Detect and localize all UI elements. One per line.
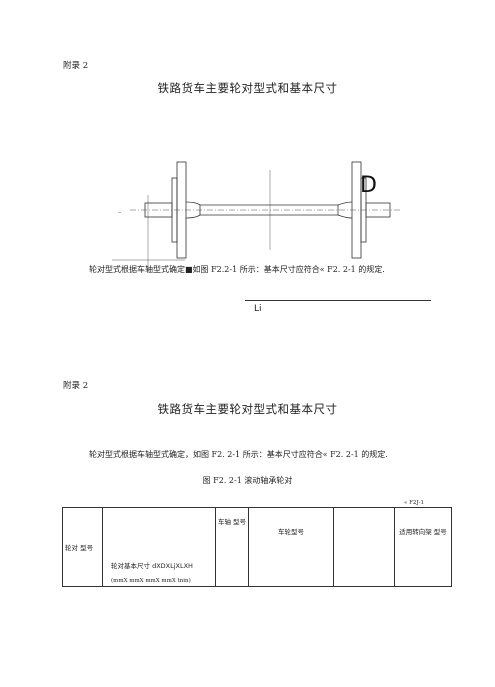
header-empty — [333, 507, 395, 587]
wheelset-table: 轮对 型号 轮对基本尺寸 dXDXLjXLXH (mmX mmX mmX mmX… — [62, 507, 452, 587]
appendix-label-2: 附录 2 — [63, 381, 89, 391]
header-wheel-model: 车轮型号 — [248, 507, 334, 587]
header-bogie-model: 适用转向架 型号 — [394, 507, 452, 587]
header-axle-model: 车轴 型号 — [215, 507, 249, 587]
svg-text:~: ~ — [118, 210, 121, 215]
table-ref: « F2J-1 — [404, 500, 424, 506]
intro-text-2: 轮对型式根据车轴型式确定，如图 F2. 2-1 所示：基本尺寸应符合« F2. … — [89, 450, 388, 459]
appendix-label: 附录 2 — [63, 61, 89, 71]
intro-text: 轮对型式根据车轴型式确定■如图 F2.2-1 所示：基本尺寸应符合« F2. 2… — [89, 265, 385, 274]
li-label: Li — [254, 304, 262, 314]
figure-caption: 图 F2. 2-1 滚动轴承轮对 — [202, 476, 293, 485]
drawing-mark: D — [360, 173, 377, 198]
page-title-2: 铁路货车主要轮对型式和基本尺寸 — [157, 402, 338, 416]
divider — [245, 300, 431, 301]
header-wheelset-model: 轮对 型号 — [62, 507, 103, 587]
header-basic-dimensions: 轮对基本尺寸 dXDXLjXLXH (mmX mmX mmX mmX tnin) — [102, 507, 216, 587]
wheelset-drawing: ~ D — [112, 161, 400, 270]
page-title: 铁路货车主要轮对型式和基本尺寸 — [157, 81, 338, 95]
table-row: 轮对 型号 轮对基本尺寸 dXDXLjXLXH (mmX mmX mmX mmX… — [62, 507, 452, 587]
